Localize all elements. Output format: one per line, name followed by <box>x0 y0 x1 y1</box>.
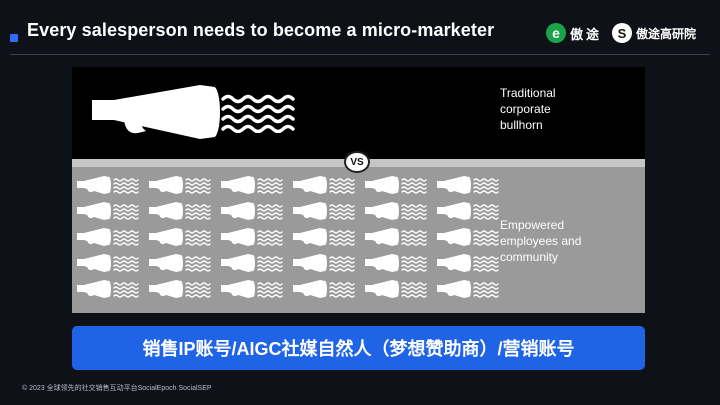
megaphone-icon <box>149 254 211 272</box>
traditional-label-line: corporate <box>500 102 551 116</box>
sound-wave-icon <box>221 94 295 133</box>
megaphone-icon <box>293 176 355 194</box>
megaphone-icon <box>77 280 139 298</box>
megaphone-icon <box>437 202 499 220</box>
megaphone-icon <box>149 228 211 246</box>
empowered-label: Empowered employees and community <box>500 217 581 265</box>
brand-logo: e 傲途 <box>546 20 616 46</box>
megaphone-icon <box>77 176 139 194</box>
megaphone-icon <box>365 202 427 220</box>
megaphone-icon <box>293 228 355 246</box>
megaphone-icon <box>221 202 283 220</box>
megaphone-icon <box>92 85 220 139</box>
institute-logo-mark: S <box>612 23 632 43</box>
megaphone-icon <box>77 254 139 272</box>
megaphone-icon <box>77 202 139 220</box>
empowered-label-line: community <box>500 250 559 264</box>
empowered-label-line: employees and <box>500 234 582 248</box>
megaphone-icon <box>365 176 427 194</box>
megaphone-icon <box>437 228 499 246</box>
megaphone-icon <box>437 280 499 298</box>
highlight-banner: 销售IP账号/AIGC社媒自然人（梦想赞助商）/营销账号 <box>72 326 645 370</box>
megaphone-icon <box>365 280 427 298</box>
megaphone-icon <box>293 280 355 298</box>
megaphone-icon <box>365 228 427 246</box>
megaphone-icon <box>293 254 355 272</box>
megaphone-icon <box>437 254 499 272</box>
brand-logo-text: 傲途 <box>570 26 603 42</box>
megaphone-icon <box>437 176 499 194</box>
megaphone-icon <box>221 228 283 246</box>
empowered-label-line: Empowered <box>500 218 565 232</box>
megaphone-icon <box>77 228 139 246</box>
title-divider <box>10 54 710 55</box>
megaphone-icon <box>293 202 355 220</box>
traditional-label: Traditional corporate bullhorn <box>500 85 556 133</box>
employee-megaphone-grid <box>72 167 645 313</box>
megaphone-icon <box>365 254 427 272</box>
brand-logo-mark: e <box>546 23 566 43</box>
institute-logo-text: 傲途高研院 <box>636 26 697 41</box>
megaphone-icon <box>221 254 283 272</box>
megaphone-icon <box>221 280 283 298</box>
megaphone-icon <box>149 202 211 220</box>
footer-copyright: © 2023 全球领先的社交销售互动平台SocialEpoch SocialSE… <box>22 385 212 392</box>
megaphone-icon <box>149 280 211 298</box>
comparison-panel: Traditional corporate bullhorn Empowered… <box>72 67 645 313</box>
traditional-label-line: bullhorn <box>500 118 543 132</box>
slide-title: Every salesperson needs to become a micr… <box>27 20 495 40</box>
vs-badge: VS <box>344 151 370 173</box>
bullhorn-section: Traditional corporate bullhorn <box>72 67 645 159</box>
institute-logo: S 傲途高研院 <box>612 20 712 46</box>
traditional-label-line: Traditional <box>500 86 556 100</box>
megaphone-icon <box>149 176 211 194</box>
title-bullet <box>10 34 18 42</box>
megaphone-icon <box>221 176 283 194</box>
